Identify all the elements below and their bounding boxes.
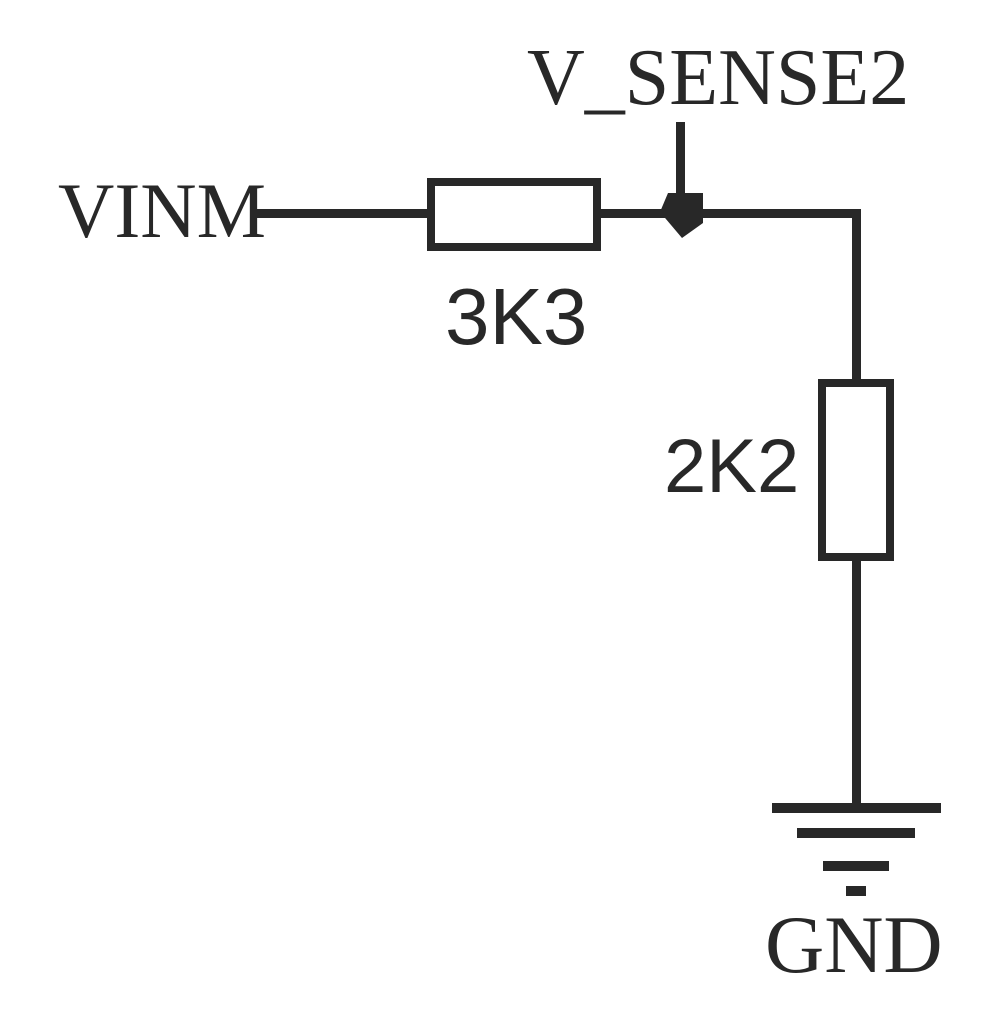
net-label-vsense2: V_SENSE2 [527, 34, 910, 122]
wire-r1-to-corner [601, 209, 861, 218]
junction-dot [660, 193, 703, 238]
resistor-r2-body [818, 379, 894, 561]
resistor-r1-value: 3K3 [445, 272, 588, 361]
wire-sense-stub [676, 122, 685, 206]
junction-dot-shape [660, 193, 703, 238]
ground-bar-3 [823, 861, 889, 871]
wire-r2-to-ground [852, 557, 861, 807]
ground-bar-2 [797, 828, 915, 838]
resistor-r2-value: 2K2 [664, 424, 800, 509]
net-label-gnd: GND [765, 899, 943, 990]
ground-bar-1 [772, 803, 941, 813]
ground-bar-4 [846, 886, 866, 896]
resistor-r1-body [427, 178, 601, 251]
net-label-vinm: VINM [58, 167, 266, 254]
wire-vinm-to-r1 [256, 209, 431, 218]
wire-corner-to-r2 [852, 209, 861, 384]
